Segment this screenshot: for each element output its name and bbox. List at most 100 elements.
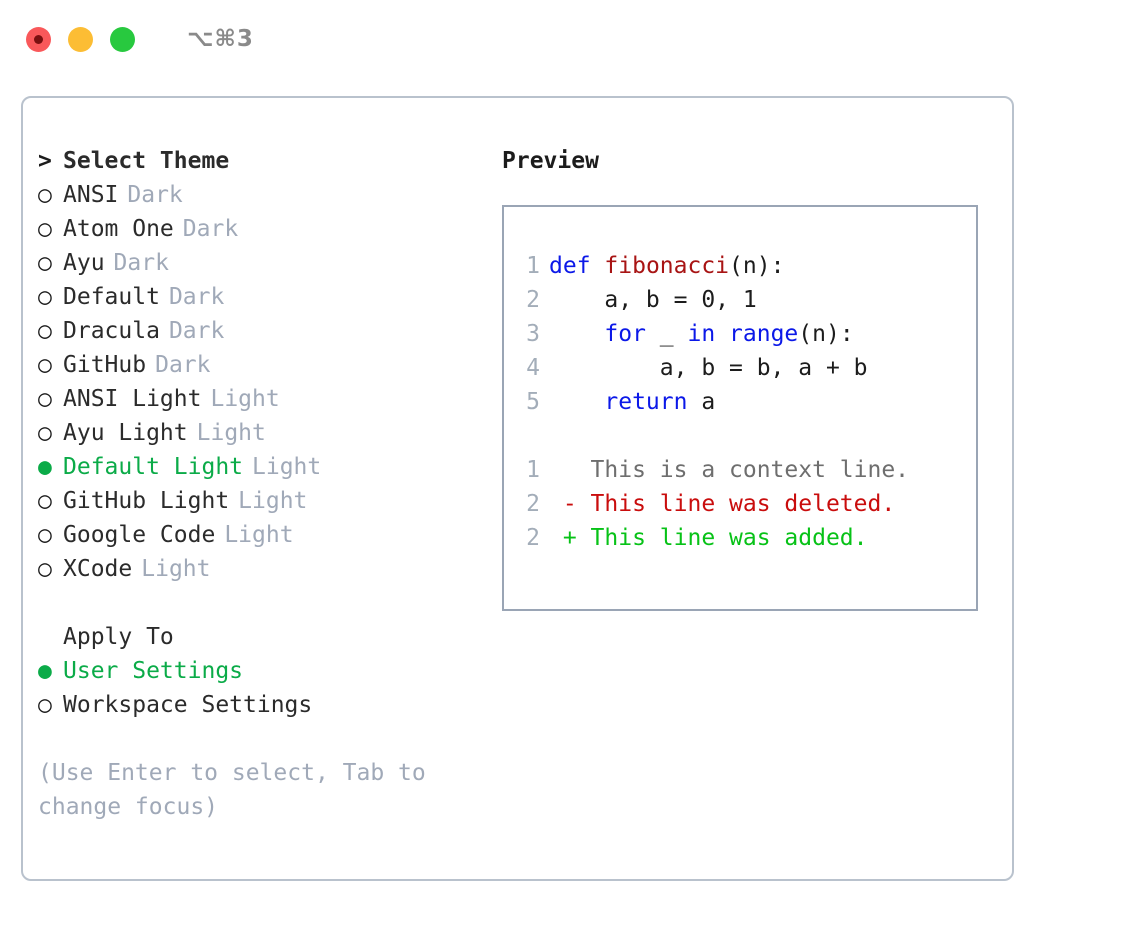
diff-line: 2 + This line was added. <box>504 521 976 555</box>
code-token: _ <box>645 321 688 347</box>
code-token: return <box>604 389 688 415</box>
code-line: 2 a, b = 0, 1 <box>504 283 976 317</box>
theme-option-label: GitHub <box>63 352 147 378</box>
select-theme-header: > Select Theme <box>38 144 478 178</box>
theme-option[interactable]: ○ Atom One Dark <box>38 212 478 246</box>
theme-option[interactable]: ○ XCode Light <box>38 552 478 586</box>
code-token: (n): <box>729 253 785 279</box>
code-token: This is a context line. <box>549 457 910 483</box>
code-token <box>549 389 604 415</box>
theme-option-variant: Light <box>141 556 211 582</box>
code-token <box>549 321 604 347</box>
maximize-window-button[interactable] <box>110 26 135 52</box>
focus-caret-icon: > <box>38 148 52 174</box>
theme-option-variant: Light <box>238 488 308 514</box>
code-token: (n): <box>798 321 854 347</box>
theme-option-variant: Light <box>196 420 266 446</box>
line-number: 2 <box>526 491 540 517</box>
apply-to-option[interactable]: ●User Settings <box>38 654 478 688</box>
line-number: 5 <box>526 389 540 415</box>
line-number: 1 <box>526 253 540 279</box>
theme-option-variant: Dark <box>182 216 239 242</box>
code-token: + This line was added. <box>549 525 868 551</box>
theme-option-variant: Dark <box>168 284 225 310</box>
theme-option-label: XCode <box>63 556 133 582</box>
radio-unselected-icon: ○ <box>38 420 52 446</box>
select-theme-header-label: Select Theme <box>63 148 230 174</box>
radio-unselected-icon: ○ <box>38 556 52 582</box>
code-line: 1 def fibonacci(n): <box>504 249 976 283</box>
theme-option-label: ANSI Light <box>63 386 202 412</box>
theme-option-label: Ayu <box>63 250 105 276</box>
theme-option-label: Dracula <box>63 318 160 344</box>
code-token: def <box>549 253 591 279</box>
code-token: - This line was deleted. <box>549 491 896 517</box>
traffic-light-buttons <box>26 26 135 52</box>
radio-unselected-icon: ○ <box>38 284 52 310</box>
radio-unselected-icon: ○ <box>38 216 52 242</box>
line-number: 2 <box>526 287 540 313</box>
line-number: 2 <box>526 525 540 551</box>
theme-option[interactable]: ○ ANSI Light Light <box>38 382 478 416</box>
theme-option-variant: Light <box>252 454 322 480</box>
title-bar: ⌥⌘3 <box>0 0 1140 78</box>
code-token: range <box>729 321 799 347</box>
minimize-window-button[interactable] <box>68 26 93 52</box>
code-token: a, b = b, a + b <box>549 355 868 381</box>
preview-title: Preview <box>502 148 599 174</box>
radio-unselected-icon: ○ <box>38 182 52 208</box>
diff-line: 2 - This line was deleted. <box>504 487 976 521</box>
theme-option[interactable]: ○ ANSI Dark <box>38 178 478 212</box>
keyboard-shortcut-label: ⌥⌘3 <box>187 26 254 52</box>
code-token: fibonacci <box>604 253 730 279</box>
code-token <box>715 321 729 347</box>
radio-unselected-icon: ○ <box>38 386 52 412</box>
theme-option-variant: Light <box>210 386 280 412</box>
radio-unselected-icon: ○ <box>38 250 52 276</box>
section-spacer <box>38 586 478 620</box>
apply-to-option[interactable]: ○Workspace Settings <box>38 688 478 722</box>
code-token: a <box>687 389 716 415</box>
theme-option-label: Ayu Light <box>63 420 188 446</box>
theme-option-label: Atom One <box>63 216 174 242</box>
theme-option-label: Default Light <box>63 454 244 480</box>
line-number: 3 <box>526 321 540 347</box>
code-diff-separator <box>504 419 976 453</box>
radio-unselected-icon: ○ <box>38 488 52 514</box>
radio-selected-icon: ● <box>38 454 52 480</box>
theme-option-label: ANSI <box>63 182 119 208</box>
theme-option-label: GitHub Light <box>63 488 230 514</box>
apply-to-option-list: ●User Settings○Workspace Settings <box>38 654 478 722</box>
close-window-button[interactable] <box>26 26 51 52</box>
theme-option-label: Google Code <box>63 522 216 548</box>
line-number: 1 <box>526 457 540 483</box>
theme-option-variant: Dark <box>155 352 211 378</box>
code-line: 4 a, b = b, a + b <box>504 351 976 385</box>
diff-line: 1 This is a context line. <box>504 453 976 487</box>
line-number: 4 <box>526 355 540 381</box>
theme-option[interactable]: ● Default Light Light <box>38 450 478 484</box>
theme-option-variant: Dark <box>127 182 183 208</box>
code-line: 5 return a <box>504 385 976 419</box>
code-token: for <box>604 321 646 347</box>
theme-option[interactable]: ○ GitHub Light Light <box>38 484 478 518</box>
theme-option-variant: Dark <box>168 318 225 344</box>
theme-option[interactable]: ○ Ayu Light Light <box>38 416 478 450</box>
code-token: a, b = 0, 1 <box>549 287 757 313</box>
apply-to-header: Apply To <box>38 620 478 654</box>
code-token: in <box>687 321 716 347</box>
radio-selected-icon: ● <box>38 658 52 684</box>
code-token <box>591 253 605 279</box>
